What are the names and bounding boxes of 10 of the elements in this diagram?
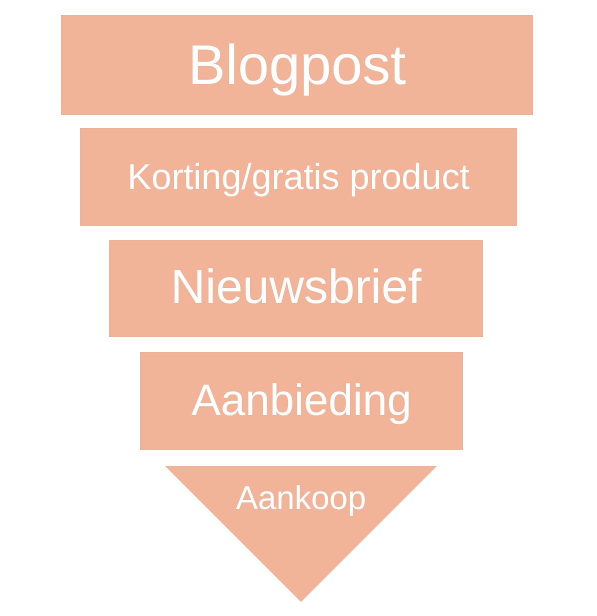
funnel-stage-box — [140, 352, 463, 450]
stage-label: Blogpost — [188, 34, 406, 96]
funnel-stage-box — [61, 15, 533, 115]
funnel-stage-box — [80, 128, 517, 226]
stage-label: Nieuwsbrief — [170, 262, 422, 315]
funnel-triangle — [165, 466, 437, 602]
stage-label: Aankoop — [236, 480, 366, 516]
stage-label: Korting/gratis product — [127, 157, 470, 197]
stage-label: Aanbieding — [191, 376, 412, 426]
funnel-stage-box — [109, 240, 483, 337]
